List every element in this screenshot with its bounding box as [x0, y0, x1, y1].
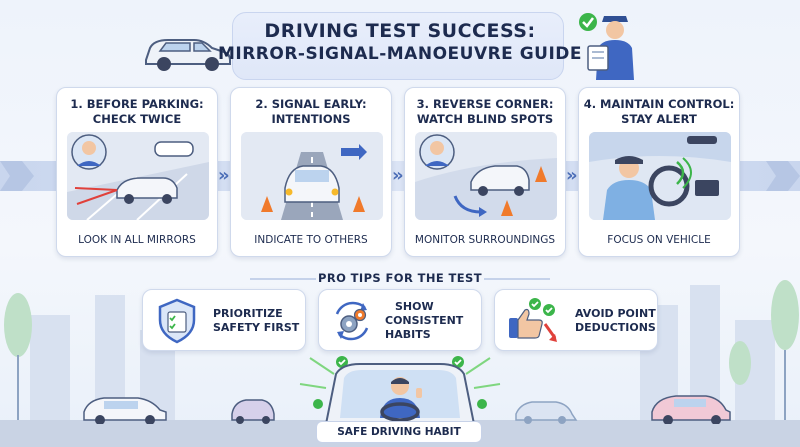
signal-scene — [241, 132, 383, 220]
tip-line: AVOID POINT — [575, 307, 656, 320]
step-card-2: 2. SIGNAL EARLY: INTENTIONS INDICATE TO … — [230, 87, 392, 257]
title-banner — [232, 12, 564, 80]
bottom-label-box — [316, 421, 482, 443]
header-car-illustration — [145, 39, 231, 71]
tip-line: SHOW — [395, 300, 434, 313]
tip-line: SAFETY FIRST — [213, 321, 300, 334]
instructor-illustration — [579, 13, 634, 80]
gears-cycle-icon — [335, 301, 369, 341]
step-title: 1. BEFORE PARKING: — [70, 97, 204, 111]
tip-line: PRIORITIZE — [213, 307, 283, 320]
chevron-right-icon: » — [218, 165, 230, 186]
step-caption: FOCUS ON VEHICLE — [607, 234, 711, 246]
tip-line: DEDUCTIONS — [575, 321, 656, 334]
step-card-1: 1. BEFORE PARKING: CHECK TWICE LOOK IN A… — [56, 87, 218, 257]
chevron-right-icon: » — [566, 165, 578, 186]
step-subtitle: CHECK TWICE — [92, 112, 182, 126]
tip-card-deductions: AVOID POINT DEDUCTIONS — [494, 289, 658, 351]
flow-end-arrow-icon — [766, 161, 800, 191]
step-title: 4. MAINTAIN CONTROL: — [583, 97, 735, 111]
step-title: 3. REVERSE CORNER: — [416, 97, 554, 111]
tip-card-safety: PRIORITIZE SAFETY FIRST — [142, 289, 306, 351]
step-card-4: 4. MAINTAIN CONTROL: STAY ALERT FOCUS ON… — [578, 87, 740, 257]
tip-line: HABITS — [385, 328, 431, 341]
step-caption: MONITOR SURROUNDINGS — [414, 234, 556, 246]
flow-start-arrow-icon — [0, 161, 34, 191]
step-subtitle: WATCH BLIND SPOTS — [416, 112, 554, 126]
pro-tips-title: PRO TIPS FOR THE TEST — [318, 271, 482, 285]
step-caption: LOOK IN ALL MIRRORS — [78, 234, 196, 246]
step-card-3: 3. REVERSE CORNER: WATCH BLIND SPOTS MON… — [404, 87, 566, 257]
thumbs-up-icon — [509, 298, 557, 342]
pro-tips-divider — [250, 278, 550, 280]
tip-card-habits: SHOW CONSISTENT HABITS — [318, 289, 482, 351]
driver-focus-scene — [589, 132, 731, 220]
safe-driver-car-illustration — [299, 356, 501, 424]
step-subtitle: STAY ALERT — [621, 112, 697, 126]
step-title: 2. SIGNAL EARLY: — [255, 97, 367, 111]
step-subtitle: INTENTIONS — [271, 112, 351, 126]
shield-check-icon — [158, 298, 196, 344]
step-caption: INDICATE TO OTHERS — [254, 234, 368, 246]
mirror-check-scene — [67, 132, 209, 220]
reverse-corner-scene — [415, 132, 557, 220]
bottom-label: SAFE DRIVING HABIT — [337, 426, 461, 438]
bottom-traffic-illustration — [83, 395, 731, 424]
tip-line: CONSISTENT — [385, 314, 464, 327]
chevron-right-icon: » — [392, 165, 404, 186]
page-title: DRIVING TEST SUCCESS: — [264, 20, 536, 42]
page-subtitle: MIRROR-SIGNAL-MANOEUVRE GUIDE — [217, 44, 583, 64]
